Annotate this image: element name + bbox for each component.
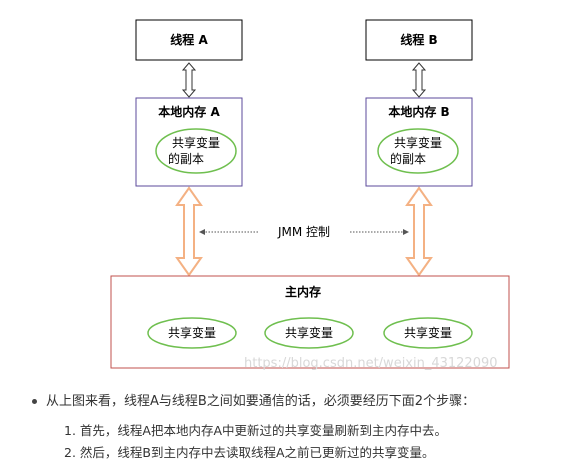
local-memory-b-box: 本地内存 B 共享变量 的副本 bbox=[365, 97, 473, 187]
main-memory-box: 主内存 共享变量 共享变量 共享变量 bbox=[110, 275, 510, 369]
explanation-block: 从上图来看，线程A与线程B之间如要通信的话，必须要经历下面2个步骤： 1. 首先… bbox=[32, 392, 552, 464]
shared-copy-a-ellipse bbox=[155, 128, 237, 174]
thread-a-link-arrow bbox=[181, 62, 197, 98]
thread-b-label: 线程 B bbox=[400, 32, 437, 47]
thread-a-label: 线程 A bbox=[170, 32, 208, 47]
steps-list: 1. 首先，线程A把本地内存A中更新过的共享变量刷新到主内存中去。 2. 然后，… bbox=[32, 420, 552, 464]
shared-copy-b-line1: 共享变量 bbox=[394, 135, 442, 150]
shared-var-ellipse-2 bbox=[264, 317, 354, 349]
step-1: 1. 首先，线程A把本地内存A中更新过的共享变量刷新到主内存中去。 bbox=[64, 423, 448, 438]
jmm-diagram: 线程 A 线程 B 本地内存 A 共享变量 的副本 本地内存 B 共享变量 的副… bbox=[110, 19, 510, 371]
thread-b-box: 线程 B bbox=[365, 19, 473, 61]
shared-var-label-2: 共享变量 bbox=[285, 325, 333, 340]
jmm-control-connector: JMM 控制 bbox=[199, 225, 409, 239]
local-memory-b-label: 本地内存 B bbox=[388, 104, 449, 119]
shared-copy-a-line2: 的副本 bbox=[168, 151, 204, 166]
local-b-main-arrow bbox=[405, 186, 433, 277]
shared-copy-b-ellipse bbox=[377, 128, 459, 174]
shared-var-ellipse-1 bbox=[147, 317, 237, 349]
jmm-control-label: JMM 控制 bbox=[277, 225, 330, 239]
thread-a-box: 线程 A bbox=[135, 19, 243, 61]
thread-b-link-arrow bbox=[411, 62, 427, 98]
bullet-item: 从上图来看，线程A与线程B之间如要通信的话，必须要经历下面2个步骤： bbox=[32, 392, 552, 412]
local-memory-a-box: 本地内存 A 共享变量 的副本 bbox=[135, 97, 243, 187]
step-2: 2. 然后，线程B到主内存中去读取线程A之前已更新过的共享变量。 bbox=[64, 445, 435, 460]
main-memory-label: 主内存 bbox=[285, 284, 321, 299]
intro-text: 从上图来看，线程A与线程B之间如要通信的话，必须要经历下面2个步骤： bbox=[46, 394, 476, 409]
shared-var-label-3: 共享变量 bbox=[404, 325, 452, 340]
watermark: https://blog.csdn.net/weixin_43122090 bbox=[244, 356, 498, 371]
bullet-dot bbox=[32, 399, 37, 404]
shared-var-ellipse-3 bbox=[383, 317, 473, 349]
local-memory-a-label: 本地内存 A bbox=[158, 104, 220, 119]
shared-copy-a-line1: 共享变量 bbox=[172, 135, 220, 150]
shared-copy-b-line2: 的副本 bbox=[390, 151, 426, 166]
local-a-main-arrow bbox=[175, 186, 203, 277]
shared-var-label-1: 共享变量 bbox=[168, 325, 216, 340]
